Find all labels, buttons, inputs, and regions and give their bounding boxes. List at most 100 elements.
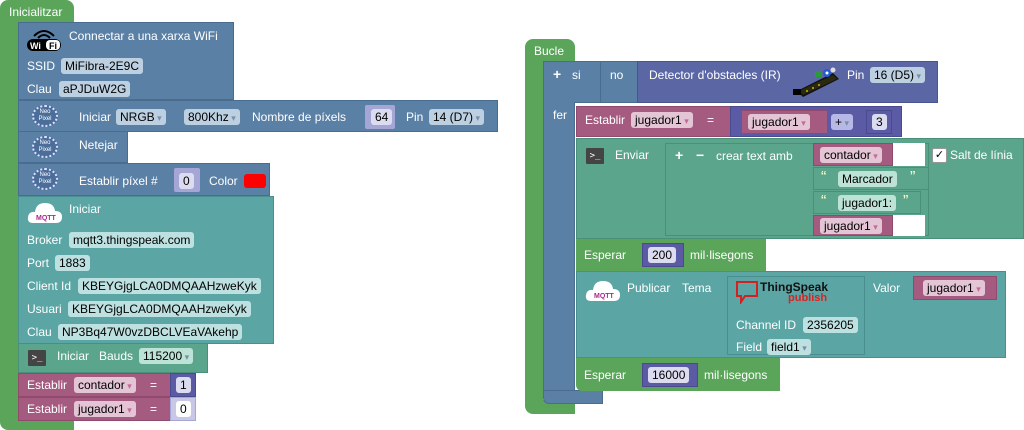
wait-16000-input[interactable]: 16000 — [648, 367, 690, 383]
neopixel-pin-dropdown[interactable]: 14 (D7) — [429, 109, 485, 125]
wait-16000-block[interactable]: Esperar 16000 mil·lisegons — [576, 358, 780, 391]
wifi-connect-block[interactable]: Wi Fi Connectar a una xarxa WiFi SSID Mi… — [18, 22, 234, 100]
channel-id-input[interactable]: 2356205 — [803, 317, 858, 333]
svg-text:Fi: Fi — [49, 41, 57, 51]
operator-dropdown[interactable]: + — [831, 114, 854, 130]
client-id-label: Client Id — [27, 279, 72, 293]
field-dropdown[interactable]: field1 — [767, 339, 811, 355]
serial-init-block[interactable]: >_ Iniciar Bauds 115200 — [18, 343, 208, 373]
neo-line2: Pixel — [38, 116, 52, 122]
broker-input[interactable]: mqtt3.thingspeak.com — [69, 232, 195, 248]
wait-200-input[interactable]: 200 — [648, 247, 677, 263]
jugador1-value-input[interactable]: 0 — [176, 401, 191, 417]
thingspeak-brand: ThingSpeak — [760, 280, 829, 294]
wifi-icon: Wi Fi — [27, 30, 61, 51]
contador-value-input[interactable]: 1 — [176, 377, 191, 393]
jugador1-value-block[interactable]: 0 — [170, 397, 196, 421]
set-jugador1-loop-block[interactable]: Establir jugador1 = — [576, 106, 734, 137]
newline-checkbox[interactable]: ✓ — [932, 148, 947, 163]
value-label: Valor — [873, 281, 901, 295]
svg-text:MQTT: MQTT — [594, 293, 615, 300]
wait-value-block[interactable]: 16000 — [642, 363, 698, 387]
ir-sensor-block[interactable]: Detector d'obstacles (IR) Pin 16 (D5) — [637, 61, 938, 103]
jugador1-text-input[interactable]: jugador1: — [838, 195, 897, 211]
loop-hat-block[interactable]: Bucle — [525, 39, 575, 63]
pixel-color-swatch[interactable] — [244, 174, 266, 188]
wait-label: Esperar — [584, 248, 627, 262]
user-input[interactable]: KBEYGjgLCA0DMQAAHzweKyk — [68, 301, 251, 317]
wait-200-block[interactable]: Esperar 200 mil·lisegons — [576, 239, 766, 271]
bauds-label: Bauds — [99, 349, 134, 363]
text-item-contador[interactable]: contador — [813, 143, 893, 166]
pixel-index-input[interactable]: 0 — [179, 173, 194, 189]
set-label: Establir — [585, 113, 626, 127]
mqtt-init-block[interactable]: MQTT Iniciar Broker mqtt3.thingspeak.com… — [18, 196, 274, 344]
text-item-marcador[interactable]: “ Marcador ” — [813, 167, 929, 190]
contador-var-dropdown[interactable]: contador — [74, 377, 136, 393]
init-hat-footer — [0, 418, 74, 430]
if-block[interactable]: + si — [543, 61, 603, 103]
quote-open-icon: “ — [821, 193, 827, 210]
equals-label: = — [707, 113, 715, 127]
publish-value-var-block[interactable]: jugador1 — [913, 276, 997, 300]
not-label: no — [610, 68, 624, 82]
port-label: Port — [27, 256, 50, 270]
jugador1-var-dropdown[interactable]: jugador1 — [74, 401, 136, 417]
loop-var-dropdown[interactable]: jugador1 — [631, 112, 693, 128]
neo-line2: Pixel — [38, 147, 52, 153]
operand-value-input[interactable]: 3 — [872, 114, 887, 130]
port-input[interactable]: 1883 — [55, 255, 90, 271]
neopixel-type-dropdown[interactable]: NRGB — [116, 109, 166, 125]
client-id-input[interactable]: KBEYGjgLCA0DMQAAHzweKyk — [78, 278, 261, 294]
if-label: si — [572, 68, 581, 82]
text-item-jugador1-label[interactable]: “ jugador1: ” — [813, 191, 921, 214]
serial-send-block[interactable]: >_ Enviar + − crear text amb contador “ … — [576, 138, 1024, 239]
operand-var-block[interactable]: jugador1 — [741, 110, 828, 134]
publish-label: Publicar — [627, 281, 671, 295]
create-text-plus-icon[interactable]: + — [675, 147, 684, 163]
mqtt-publish-block[interactable]: MQTT Publicar Tema ThingSpeak publish Ch… — [576, 271, 1006, 358]
ssid-label: SSID — [27, 59, 56, 73]
wait-value-block[interactable]: 200 — [642, 243, 684, 267]
wifi-password-input[interactable]: aPJDuW2G — [59, 81, 131, 97]
init-hat-label: Inicialitzar — [9, 5, 63, 19]
neo-line1: Neo — [39, 109, 51, 115]
create-text-label: crear text amb — [716, 149, 793, 163]
wifi-password-label: Clau — [27, 82, 52, 96]
jugador1-var-dropdown[interactable]: jugador1 — [820, 218, 882, 234]
do-label: fer — [553, 108, 568, 122]
console-icon: >_ — [586, 148, 604, 164]
mqtt-cloud-icon: MQTT — [585, 281, 620, 301]
create-text-minus-icon[interactable]: − — [696, 147, 705, 163]
thingspeak-sub: publish — [788, 292, 828, 304]
publish-value-dropdown[interactable]: jugador1 — [923, 280, 985, 296]
set-jugador1-block[interactable]: Establir jugador1 = — [18, 397, 174, 421]
quote-open-icon: “ — [821, 169, 827, 186]
loop-hat-label: Bucle — [534, 44, 565, 58]
pixel-count-input[interactable]: 64 — [371, 109, 393, 125]
operand-var-dropdown[interactable]: jugador1 — [748, 114, 810, 130]
contador-var-dropdown[interactable]: contador — [820, 147, 882, 163]
set-contador-block[interactable]: Establir contador = — [18, 373, 174, 397]
mqtt-password-input[interactable]: NP3Bq47W0vzDBCLVEaVAkehp — [58, 324, 243, 340]
text-item-blank — [893, 143, 925, 166]
not-block[interactable]: no — [600, 61, 640, 103]
neopixel-freq-dropdown[interactable]: 800Khz — [184, 109, 240, 125]
if-mutator-plus-icon[interactable]: + — [553, 66, 562, 82]
pixel-count-label: Nombre de píxels — [252, 110, 347, 124]
bauds-dropdown[interactable]: 115200 — [139, 348, 194, 364]
ir-sensor-label: Detector d'obstacles (IR) — [649, 68, 781, 82]
contador-value-block[interactable]: 1 — [170, 373, 196, 397]
text-item-jugador1[interactable]: jugador1 — [813, 215, 893, 236]
thingspeak-publish-block[interactable]: ThingSpeak publish Channel ID 2356205 Fi… — [727, 276, 865, 355]
marcador-text-input[interactable]: Marcador — [838, 171, 897, 187]
ssid-input[interactable]: MiFibra-2E9C — [61, 58, 144, 74]
math-add-block[interactable]: jugador1 + 3 — [730, 106, 902, 137]
ir-pin-dropdown[interactable]: 16 (D5) — [870, 67, 926, 83]
field-label: Field — [736, 340, 763, 354]
operand-value-block[interactable]: 3 — [866, 110, 892, 134]
